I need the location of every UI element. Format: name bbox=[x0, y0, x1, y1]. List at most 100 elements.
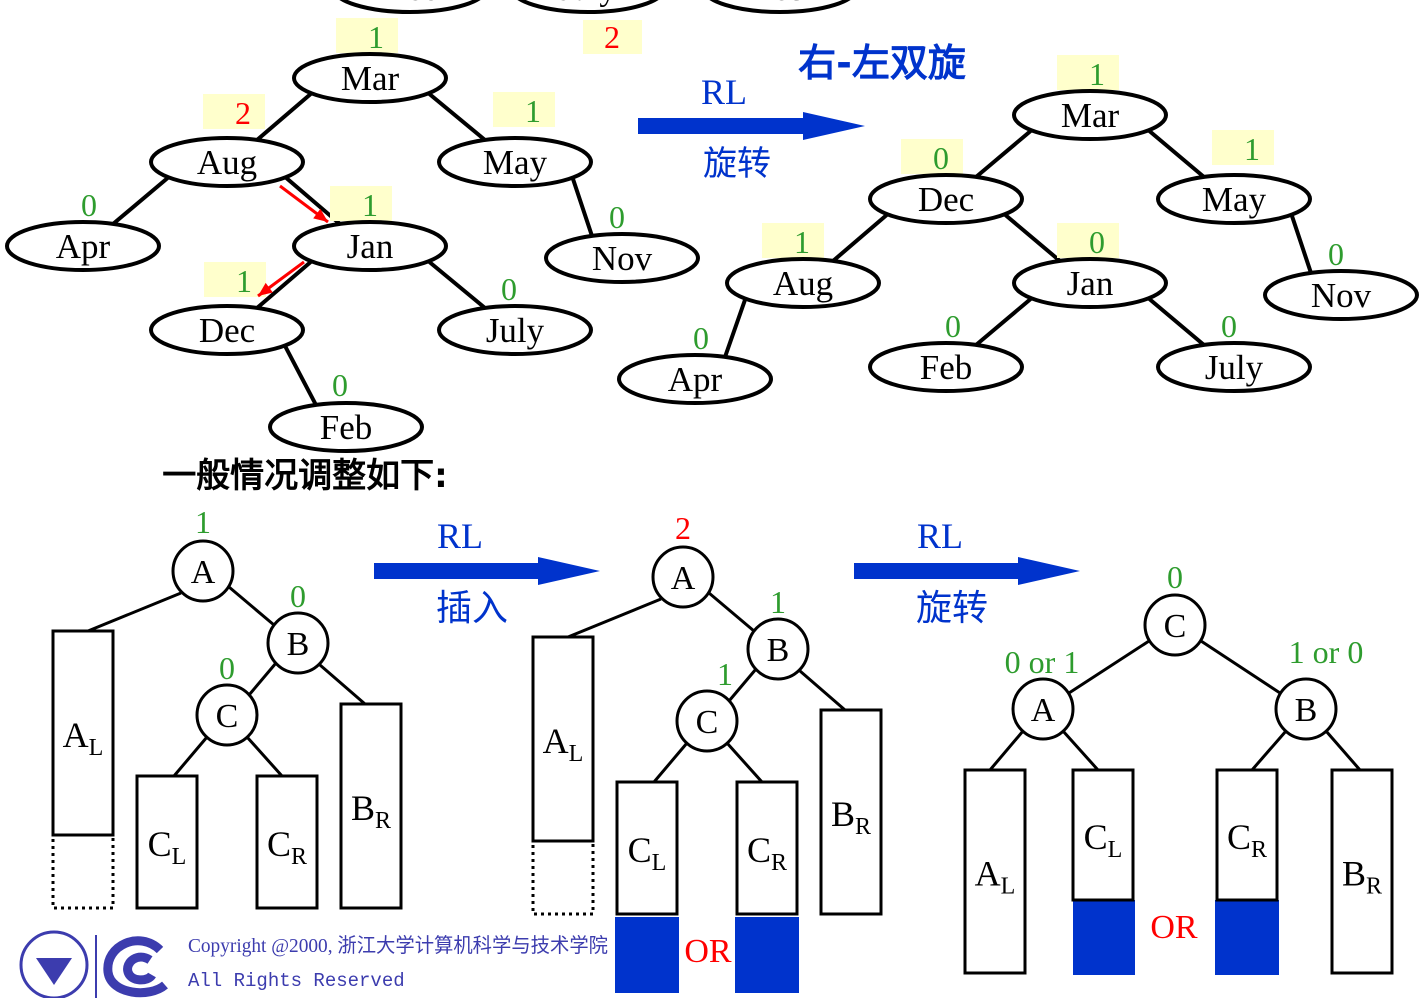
tree-node-label: May bbox=[483, 143, 548, 182]
balance-highlight bbox=[1057, 55, 1119, 90]
subtree-label: CL bbox=[148, 824, 187, 870]
node-label: B bbox=[767, 632, 790, 669]
balance-factor: 0 bbox=[1167, 559, 1183, 595]
balance-factor: 1 bbox=[368, 19, 384, 55]
balance-highlight bbox=[901, 139, 963, 174]
subtree-label: CR bbox=[747, 830, 787, 876]
node-a bbox=[171, 539, 235, 603]
or-label: OR bbox=[1150, 909, 1198, 946]
subtree-cr bbox=[1215, 768, 1279, 902]
tree-edge bbox=[282, 343, 318, 406]
tree-edge bbox=[245, 735, 284, 778]
balance-highlight bbox=[336, 18, 398, 53]
tree-edge bbox=[799, 669, 846, 712]
tree-node-label: July bbox=[1205, 348, 1264, 387]
subtree-cl bbox=[615, 780, 679, 916]
tree-edge bbox=[255, 258, 315, 310]
arrow-label: 插入 bbox=[436, 588, 508, 629]
tree-node-label: Aug bbox=[773, 264, 833, 303]
balance-factor: 1 bbox=[525, 93, 541, 129]
tree-edge bbox=[425, 258, 487, 310]
rotation-arrow bbox=[854, 557, 1080, 585]
tree-edge bbox=[247, 662, 278, 696]
arrow-label: RL bbox=[701, 72, 747, 112]
arrow-label: 旋转 bbox=[703, 144, 771, 184]
balance-highlight bbox=[203, 94, 265, 129]
tree-edge bbox=[708, 591, 755, 633]
arrow-label: 旋转 bbox=[916, 588, 988, 629]
balance-factor: 2 bbox=[604, 19, 620, 55]
node-label: C bbox=[1164, 608, 1187, 645]
node-label: A bbox=[671, 560, 696, 597]
tree-edge bbox=[111, 174, 172, 226]
balance-factor: 1 bbox=[770, 584, 786, 620]
tree-edge bbox=[87, 591, 182, 633]
balance-highlight bbox=[493, 92, 555, 127]
inserted-node-block bbox=[1215, 900, 1279, 975]
tree-edge bbox=[974, 127, 1035, 179]
tree-edge bbox=[974, 295, 1035, 347]
subtree-cl bbox=[1071, 768, 1135, 902]
copyright-text: Copyright @2000, 浙江大学计算机科学与技术学院 bbox=[188, 934, 608, 957]
rights-text: All Rights Reserved bbox=[188, 970, 405, 992]
tree-node-july bbox=[437, 304, 593, 356]
subtree-cl bbox=[135, 774, 199, 910]
node-label: B bbox=[287, 626, 310, 663]
rotation-title: 右-左双旋 bbox=[798, 41, 966, 85]
tree-node-label: Dec bbox=[199, 311, 255, 350]
inserted-node-block bbox=[735, 917, 799, 993]
tree-node-cut-feb bbox=[709, 0, 851, 14]
tree-node-label: Apr bbox=[668, 360, 723, 399]
subtree-label: CL bbox=[1084, 817, 1123, 863]
tree-node-jan bbox=[292, 220, 448, 272]
node-b bbox=[1274, 677, 1338, 741]
tree-node-label: Aug bbox=[197, 143, 257, 182]
subtree-br bbox=[339, 702, 403, 910]
subtree-label: AL bbox=[543, 721, 584, 767]
balance-highlight bbox=[204, 262, 266, 297]
tree-node-mar bbox=[1012, 89, 1168, 141]
balance-factor: 0 bbox=[933, 140, 949, 176]
balance-highlight bbox=[762, 223, 824, 258]
tree-node-label: Dec bbox=[918, 180, 974, 219]
balance-factor: 0 bbox=[501, 271, 517, 307]
tree-edge bbox=[1324, 730, 1362, 771]
rotation-arrow bbox=[638, 112, 865, 140]
node-a bbox=[1011, 677, 1075, 741]
balance-factor: 0 bbox=[609, 199, 625, 235]
tree-edge bbox=[567, 597, 662, 639]
tree-edge bbox=[1001, 211, 1062, 263]
balance-highlight bbox=[583, 20, 642, 54]
college-spiral-logo bbox=[103, 936, 168, 998]
tree-edge bbox=[1061, 729, 1100, 772]
subtree-label: CR bbox=[267, 824, 307, 870]
subtree-label: CL bbox=[628, 830, 667, 876]
tree-node-label: Jan bbox=[347, 227, 394, 266]
balance-factor: 1 or 0 bbox=[1289, 634, 1364, 670]
tree-node-label: July bbox=[560, 0, 617, 8]
tree-edge bbox=[723, 296, 748, 358]
subtree-label: CR bbox=[1227, 817, 1267, 863]
tree-edge bbox=[1250, 730, 1288, 771]
tree-node-label: Jan bbox=[1067, 264, 1114, 303]
node-label: C bbox=[216, 698, 239, 735]
insert-arrow bbox=[374, 557, 600, 585]
subtree-al bbox=[963, 768, 1027, 975]
tree-edge bbox=[1068, 639, 1150, 695]
tree-edge bbox=[255, 90, 315, 142]
university-seal-emblem bbox=[36, 958, 72, 985]
tree-node-may bbox=[1156, 173, 1312, 225]
tree-edge bbox=[172, 736, 209, 777]
balance-factor: 1 bbox=[236, 263, 252, 299]
node-label: A bbox=[1031, 692, 1056, 729]
tree-edge bbox=[652, 742, 689, 783]
balance-factor: 1 bbox=[1089, 56, 1105, 92]
subtree-label: AL bbox=[63, 715, 104, 761]
balance-highlight bbox=[1212, 130, 1274, 165]
subtree-label: BR bbox=[831, 794, 871, 840]
tree-node-label: July bbox=[486, 311, 545, 350]
node-c bbox=[675, 689, 739, 753]
tree-edge bbox=[831, 211, 891, 263]
